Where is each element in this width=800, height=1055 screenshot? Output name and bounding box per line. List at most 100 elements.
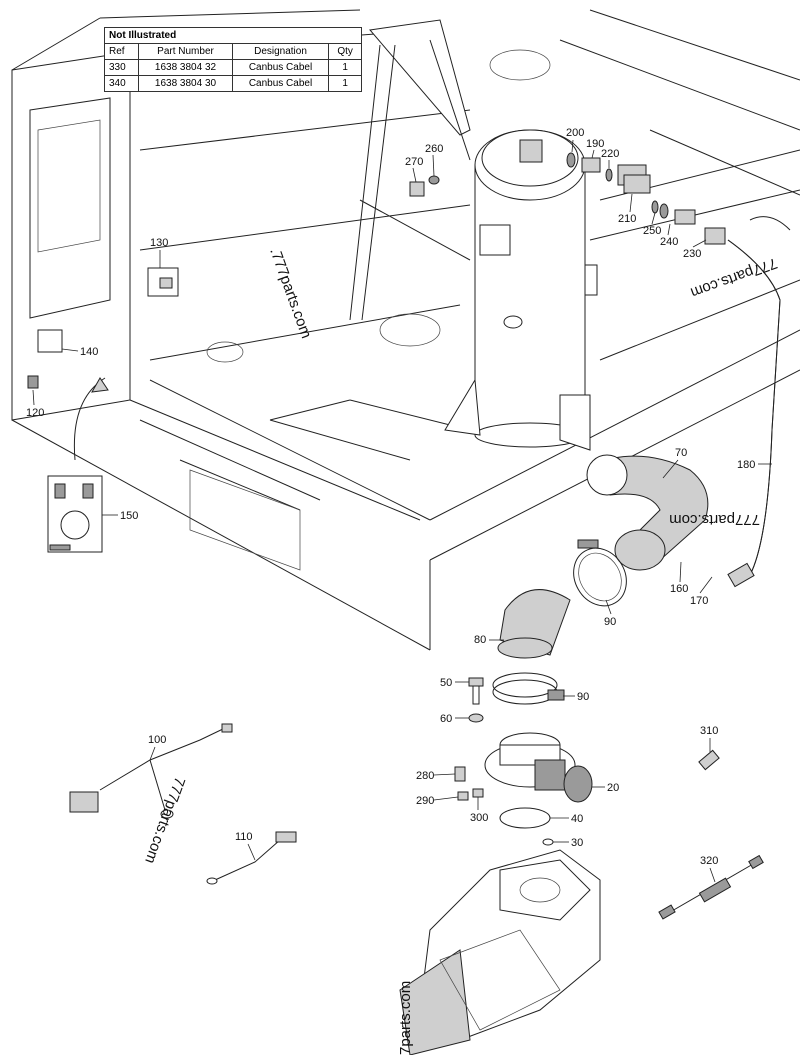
callout-270: 270 [405, 156, 423, 183]
watermark-1: .777parts.com [266, 246, 314, 341]
sensor-310 [698, 749, 720, 771]
electrical-box [27, 267, 179, 389]
watermark-4: 777parts.com [141, 775, 188, 866]
compressor-element [399, 849, 601, 1055]
row-ref: 330 [103, 59, 140, 76]
hose-clamp-upper [573, 539, 627, 607]
svg-text:290: 290 [416, 795, 434, 807]
row-part-number: 1638 3804 30 [138, 75, 233, 92]
svg-text:110: 110 [235, 831, 253, 843]
hose-clamp-lower [492, 672, 565, 705]
row-qty: 1 [328, 59, 362, 76]
svg-text:260: 260 [425, 143, 443, 155]
callouts: 200 190 220 270 260 210 250 240 [26, 127, 772, 883]
svg-text:20: 20 [607, 782, 619, 794]
row-part-number: 1638 3804 32 [138, 59, 233, 76]
callout-190: 190 [586, 138, 604, 159]
svg-text:300: 300 [470, 812, 488, 824]
table-title: Not Illustrated [104, 27, 362, 44]
svg-text:100: 100 [148, 734, 166, 746]
svg-text:50: 50 [440, 677, 452, 689]
callout-80: 80 [474, 634, 504, 646]
svg-text:270: 270 [405, 156, 423, 168]
separator-vessel [444, 129, 598, 451]
lifting-frame [349, 19, 471, 321]
callout-70: 70 [662, 447, 687, 479]
svg-text:210: 210 [618, 213, 636, 225]
row-designation: Canbus Cabel [231, 59, 330, 76]
callout-40: 40 [550, 813, 583, 825]
svg-text:70: 70 [675, 447, 687, 459]
svg-text:30: 30 [571, 837, 583, 849]
callout-310: 310 [700, 725, 718, 752]
header-designation: Designation [231, 43, 330, 60]
not-illustrated-table: Not Illustrated Ref Part Number Designat… [103, 27, 362, 92]
svg-text:280: 280 [416, 770, 434, 782]
callout-20: 20 [592, 782, 619, 794]
callout-230: 230 [683, 239, 707, 260]
callout-220: 220 [601, 148, 619, 168]
svg-text:60: 60 [440, 713, 452, 725]
callout-120: 120 [26, 389, 44, 419]
row-qty: 1 [328, 75, 362, 92]
callout-110: 110 [235, 831, 256, 861]
table-row: 340 1638 3804 30 Canbus Cabel 1 [103, 75, 362, 92]
svg-text:230: 230 [683, 248, 701, 260]
svg-text:40: 40 [571, 813, 583, 825]
svg-text:190: 190 [586, 138, 604, 150]
table-row: 330 1638 3804 32 Canbus Cabel 1 [103, 59, 362, 76]
callout-180: 180 [737, 459, 772, 471]
callout-210: 210 [618, 193, 636, 225]
callout-140: 140 [61, 346, 98, 358]
callout-290: 290 [416, 795, 459, 807]
table-title-row: Not Illustrated [104, 27, 362, 44]
callout-150: 150 [102, 510, 138, 522]
callout-300: 300 [470, 797, 488, 824]
callout-260: 260 [425, 143, 443, 177]
svg-text:200: 200 [566, 127, 584, 139]
watermark-3: 777parts.com [669, 511, 760, 528]
callout-130: 130 [150, 237, 168, 268]
intake-hose [497, 589, 571, 659]
callout-240: 240 [660, 223, 678, 248]
svg-text:150: 150 [120, 510, 138, 522]
svg-text:170: 170 [690, 595, 708, 607]
callout-160: 160 [670, 561, 688, 595]
header-qty: Qty [328, 43, 362, 60]
sensor-cable-320 [658, 854, 764, 920]
callout-60: 60 [440, 713, 469, 725]
table-header-row: Ref Part Number Designation Qty [103, 43, 362, 60]
svg-text:120: 120 [26, 407, 44, 419]
watermark-5: 7parts.com [397, 981, 414, 1055]
header-ref: Ref [103, 43, 140, 60]
svg-text:90: 90 [604, 616, 616, 628]
svg-text:240: 240 [660, 236, 678, 248]
cable-harness-110 [206, 831, 297, 885]
callout-100: 100 [148, 734, 166, 761]
header-part-number: Part Number [138, 43, 233, 60]
svg-text:180: 180 [737, 459, 755, 471]
svg-text:90: 90 [577, 691, 589, 703]
svg-text:160: 160 [670, 583, 688, 595]
enclosure-frame [11, 9, 800, 651]
callout-50: 50 [440, 677, 469, 689]
watermark-2: 777parts.com [688, 254, 779, 301]
svg-text:80: 80 [474, 634, 486, 646]
callout-200: 200 [566, 127, 584, 153]
row-ref: 340 [103, 75, 140, 92]
solenoid-valve-assembly [566, 152, 781, 588]
svg-text:320: 320 [700, 855, 718, 867]
callout-90-lower: 90 [563, 691, 589, 703]
intake-elbow [586, 454, 709, 571]
row-designation: Canbus Cabel [231, 75, 330, 92]
callout-280: 280 [416, 770, 456, 782]
plug-and-seal [409, 175, 440, 197]
callout-90-upper: 90 [604, 599, 616, 628]
svg-text:220: 220 [601, 148, 619, 160]
svg-text:250: 250 [643, 225, 661, 237]
svg-text:140: 140 [80, 346, 98, 358]
cable-harness-100 [69, 723, 233, 819]
o-rings [499, 807, 554, 846]
callout-250: 250 [643, 212, 661, 237]
